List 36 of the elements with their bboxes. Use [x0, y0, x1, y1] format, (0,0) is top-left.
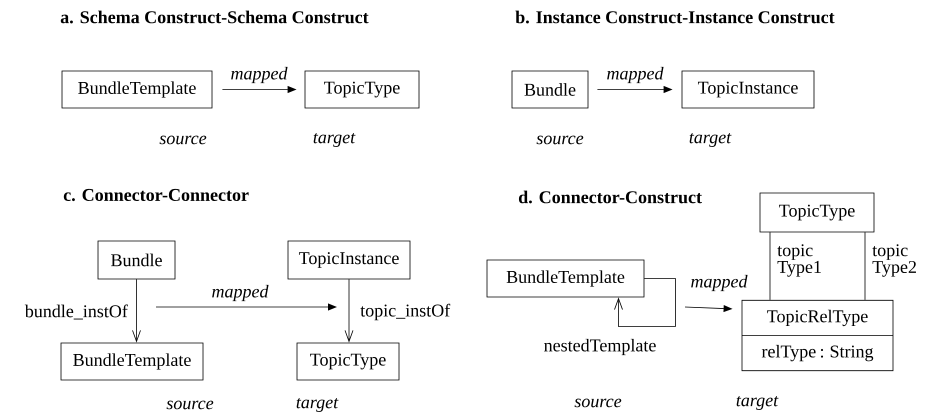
- role-label: target: [690, 133, 732, 147]
- class-box: BundleTemplate: [486, 260, 644, 298]
- panel-heading: d. Connector-Construct: [518, 190, 702, 204]
- arrow: [132, 279, 141, 343]
- edge-label: mapped: [691, 274, 748, 292]
- edge-label: mapped: [231, 66, 288, 84]
- class-box: BundleTemplate: [60, 342, 204, 380]
- panel-heading: a. Schema Construct-Schema Construct: [60, 10, 369, 24]
- association-line: [864, 232, 866, 300]
- role-label: source: [160, 136, 206, 144]
- class-box: TopicType: [304, 70, 420, 108]
- class-box: TopicRelType relType : String: [742, 300, 894, 372]
- edge-label: topic_instOf: [360, 304, 450, 320]
- role-label: source: [574, 398, 622, 408]
- class-box: BundleTemplate: [62, 70, 212, 108]
- panel-heading: b. Instance Construct-Instance Construct: [515, 10, 835, 24]
- class-box: Bundle: [98, 240, 176, 280]
- class-box: TopicInstance: [288, 240, 410, 280]
- arrow: [614, 278, 676, 327]
- class-box: TopicInstance: [682, 70, 814, 108]
- role-label: source: [166, 400, 214, 410]
- class-box: TopicType: [296, 342, 400, 380]
- arrow-label: mapped: [212, 284, 269, 302]
- edge-label: topic Type2: [872, 244, 916, 277]
- edge-label: bundle_instOf: [24, 304, 128, 320]
- class-box: Bundle: [512, 70, 588, 108]
- panel-heading: c. Connector-Connector: [64, 188, 249, 202]
- edge-label: mapped: [607, 66, 664, 84]
- edge-label: topic Type1: [777, 244, 821, 277]
- arrow: [344, 279, 354, 343]
- role-label: target: [296, 398, 339, 412]
- role-label: source: [536, 136, 584, 144]
- role-label: target: [736, 396, 779, 410]
- class-box: TopicType: [760, 192, 874, 232]
- edge-label: nestedTemplate: [544, 338, 656, 356]
- role-label: target: [314, 133, 356, 147]
